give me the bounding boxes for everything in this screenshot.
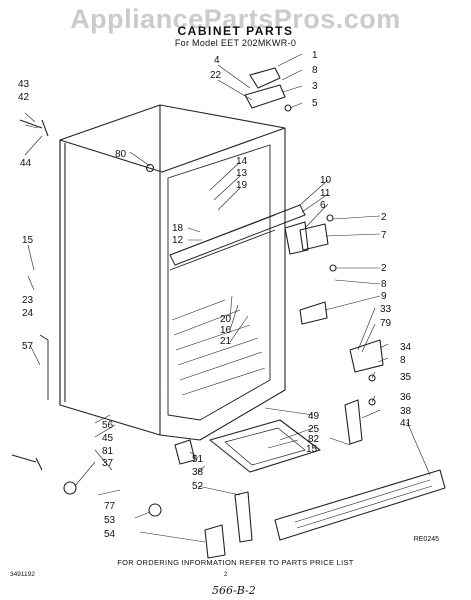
roller xyxy=(63,481,77,495)
liner-outline xyxy=(167,144,271,421)
callout-56: 56 xyxy=(102,420,114,431)
callout-82: 82 xyxy=(308,434,320,445)
screw xyxy=(284,104,292,112)
callout-52: 52 xyxy=(192,481,204,492)
top-hinge-part-2 xyxy=(244,84,286,109)
reference-code: RE0245 xyxy=(413,536,439,543)
callout-38a: 38 xyxy=(400,406,412,417)
door-stop xyxy=(299,301,328,325)
callout-15b: 15 xyxy=(306,444,318,455)
callout-34: 34 xyxy=(400,342,412,353)
callout-labels: 1 8 3 5 4 22 43 42 44 80 14 13 19 10 11 … xyxy=(18,50,412,540)
callout-13: 13 xyxy=(236,168,248,179)
callout-43: 43 xyxy=(18,79,30,90)
callout-79: 79 xyxy=(380,318,392,329)
callout-42: 42 xyxy=(18,92,30,103)
page-number: 2 xyxy=(224,572,228,578)
plug-clip xyxy=(11,454,43,471)
callout-8: 8 xyxy=(312,65,318,76)
callout-38b: 38 xyxy=(192,467,204,478)
callout-41: 41 xyxy=(400,418,412,429)
callout-1: 1 xyxy=(312,50,318,61)
handle-screw xyxy=(19,119,49,137)
callout-23: 23 xyxy=(22,295,34,306)
callout-8b: 8 xyxy=(381,279,387,290)
callout-54: 54 xyxy=(104,529,116,540)
screw-6 xyxy=(368,398,376,406)
callout-36: 36 xyxy=(400,392,412,403)
callout-2b: 2 xyxy=(381,263,387,274)
callout-15a: 15 xyxy=(22,235,34,246)
callout-2a: 2 xyxy=(381,212,387,223)
mullion-rail xyxy=(169,204,306,266)
toe-grille xyxy=(274,469,446,541)
callout-25: 25 xyxy=(308,424,320,435)
watermark: AppliancePartsPros.com xyxy=(70,4,401,34)
diagram-title: CABINET PARTS xyxy=(177,24,294,38)
liner-divider xyxy=(169,214,276,271)
leveling-leg xyxy=(148,503,162,517)
power-cord xyxy=(39,334,49,400)
document-code: 3491192 xyxy=(10,571,35,578)
toe-grille-slots xyxy=(294,479,433,529)
top-hinge-part xyxy=(249,67,281,89)
callout-20: 20 xyxy=(220,314,232,325)
screw-5 xyxy=(368,374,376,382)
cabinet-side-panel xyxy=(59,140,66,405)
leader-lines xyxy=(24,53,431,543)
cabinet-top-edge xyxy=(59,127,286,173)
callout-16: 16 xyxy=(220,325,232,336)
callout-6: 6 xyxy=(320,200,326,211)
bottom-hinge xyxy=(349,339,384,373)
callout-35: 35 xyxy=(400,372,412,383)
callout-37: 37 xyxy=(102,458,114,469)
callout-24: 24 xyxy=(22,308,34,319)
screw-2 xyxy=(326,214,334,222)
screw-4 xyxy=(145,163,155,173)
ordering-note: FOR ORDERING INFORMATION REFER TO PARTS … xyxy=(117,558,354,567)
callout-77: 77 xyxy=(104,501,116,512)
callout-10: 10 xyxy=(320,175,332,186)
callout-5: 5 xyxy=(312,98,318,109)
clip-51 xyxy=(174,439,196,465)
clip-54 xyxy=(204,524,226,559)
callout-44: 44 xyxy=(20,158,32,169)
callout-7: 7 xyxy=(381,230,387,241)
callout-18: 18 xyxy=(172,223,184,234)
callout-11: 11 xyxy=(320,188,331,199)
bracket-52 xyxy=(234,491,253,543)
callout-9: 9 xyxy=(381,291,387,302)
callout-53: 53 xyxy=(104,515,116,526)
callout-57: 57 xyxy=(22,341,34,352)
handwritten-note: 566-B-2 xyxy=(212,584,256,597)
callout-4: 4 xyxy=(214,55,220,66)
callout-49: 49 xyxy=(308,411,320,422)
callout-33: 33 xyxy=(380,304,392,315)
callout-81: 81 xyxy=(102,446,114,457)
callout-14: 14 xyxy=(236,156,248,167)
callout-22: 22 xyxy=(210,70,222,81)
drain-pan-inner xyxy=(224,427,306,466)
callout-51: 51 xyxy=(192,454,204,465)
callout-19: 19 xyxy=(236,180,248,191)
callout-8c: 8 xyxy=(400,355,406,366)
hinge-cover xyxy=(299,223,329,251)
cabinet-outline xyxy=(59,104,286,441)
callout-21: 21 xyxy=(220,336,232,347)
grille-bracket xyxy=(344,399,363,445)
screw-3 xyxy=(329,264,337,272)
callout-12: 12 xyxy=(172,235,184,246)
drain-pan xyxy=(209,419,321,473)
model-subtitle: For Model EET 202MKWR-0 xyxy=(174,38,297,48)
callout-3: 3 xyxy=(312,81,318,92)
callout-80: 80 xyxy=(115,149,127,160)
middle-hinge xyxy=(284,221,309,255)
callout-45: 45 xyxy=(102,433,114,444)
liner-grooves xyxy=(171,299,266,396)
